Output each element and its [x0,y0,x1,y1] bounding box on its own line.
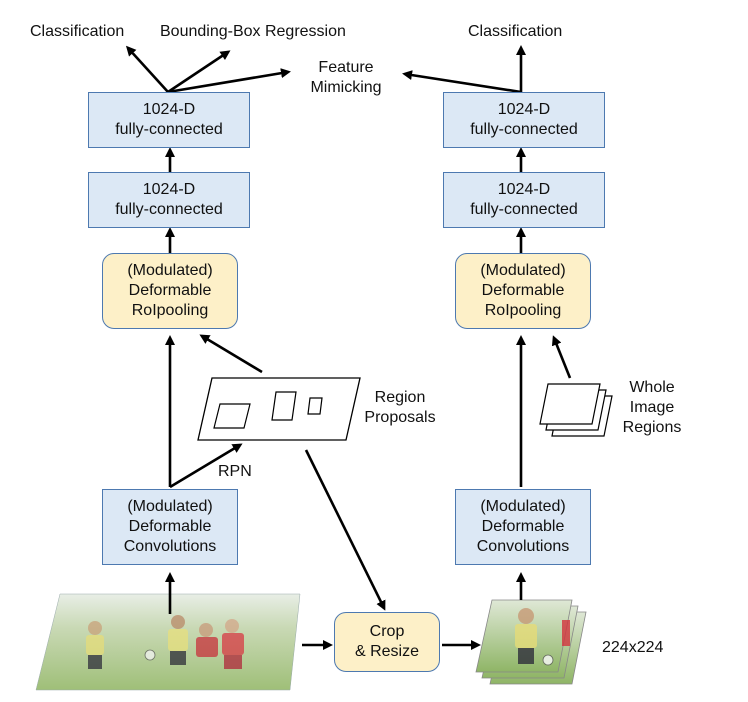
left-roipool-box: (Modulated) Deformable RoIpooling [102,253,238,329]
whole-image-line2: Image [629,399,675,416]
left-fc-top-box: 1024-D fully-connected [88,92,250,148]
right-conv-line1: (Modulated) [480,498,566,515]
right-roipool-box: (Modulated) Deformable RoIpooling [455,253,591,329]
crop-resize-line2: & Resize [354,643,420,660]
right-roipool-line1: (Modulated) [480,262,566,279]
whole-image-regions-label: Whole Image Regions [612,378,692,438]
right-roipool-line2: Deformable [481,282,565,299]
crop-resize-line1: Crop [369,623,405,640]
left-conv-line3: Convolutions [123,538,217,555]
region-proposals-sheet [197,377,361,441]
whole-image-line3: Regions [622,419,682,436]
right-fc-top-line1: 1024-D [497,101,551,118]
region-proposals-line1: Region [374,389,426,406]
right-fc-top-box: 1024-D fully-connected [443,92,605,148]
arrows [125,45,572,650]
right-conv-line3: Convolutions [476,538,570,555]
whole-image-line1: Whole [629,379,675,396]
left-roipool-line2: Deformable [128,282,212,299]
right-classification-label: Classification [468,23,563,40]
feature-mimicking-line2: Mimicking [310,79,382,96]
cropped-images-stack [475,599,587,685]
crop-resize-box: Crop & Resize [334,612,440,672]
left-fc-top-line1: 1024-D [142,101,196,118]
feature-mimicking-label: Feature Mimicking [294,58,398,98]
left-conv-box: (Modulated) Deformable Convolutions [102,489,238,565]
right-conv-box: (Modulated) Deformable Convolutions [455,489,591,565]
left-conv-line1: (Modulated) [127,498,213,515]
bbox-regression-label: Bounding-Box Regression [160,23,346,40]
whole-image-regions-stack [539,383,613,437]
left-roipool-line1: (Modulated) [127,262,213,279]
right-conv-line2: Deformable [481,518,565,535]
right-fc-bottom-line2: fully-connected [470,201,578,218]
rpn-label: RPN [218,463,252,480]
feature-mimicking-line1: Feature [318,59,374,76]
left-classification-label: Classification [30,23,125,40]
right-fc-bottom-box: 1024-D fully-connected [443,172,605,228]
left-fc-bottom-line1: 1024-D [142,181,196,198]
left-fc-bottom-box: 1024-D fully-connected [88,172,250,228]
left-fc-bottom-line2: fully-connected [115,201,223,218]
resolution-label: 224x224 [602,639,664,656]
input-image [35,593,301,691]
left-fc-top-line2: fully-connected [115,121,223,138]
region-proposals-label: Region Proposals [352,388,448,428]
region-proposals-line2: Proposals [364,409,436,426]
right-fc-top-line2: fully-connected [470,121,578,138]
right-fc-bottom-line1: 1024-D [497,181,551,198]
right-roipool-line3: RoIpooling [484,302,562,319]
left-roipool-line3: RoIpooling [131,302,209,319]
left-conv-line2: Deformable [128,518,212,535]
